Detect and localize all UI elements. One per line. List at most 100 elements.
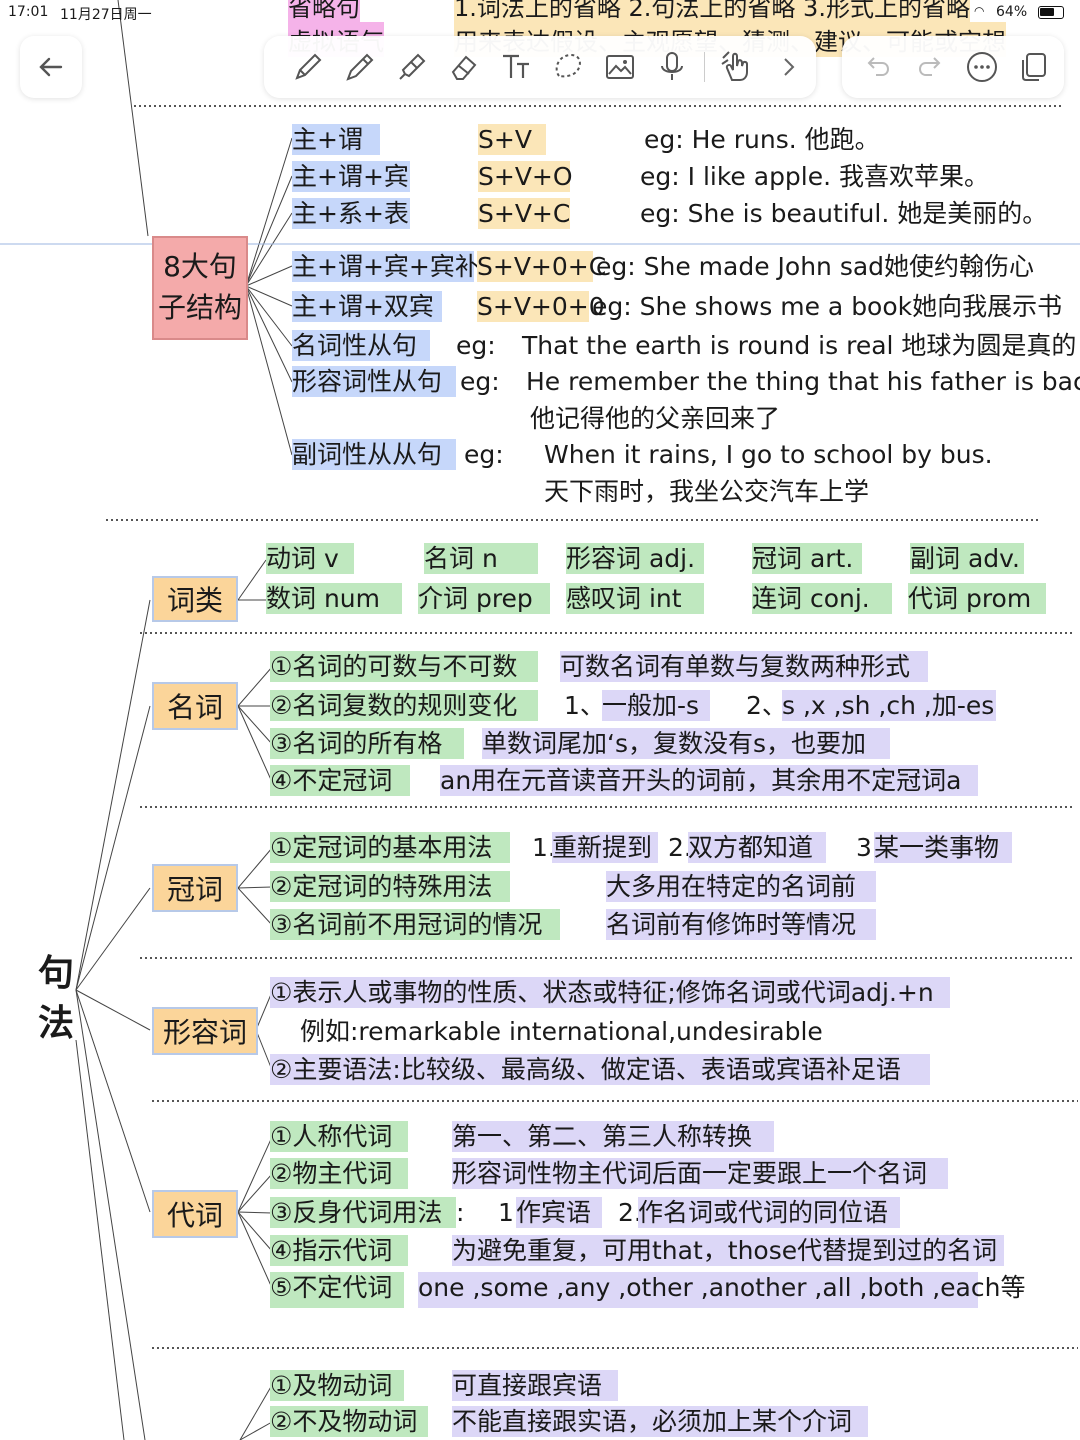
- word-class-item: 动词 v: [266, 543, 354, 575]
- article-detail-num: 3.: [856, 833, 880, 862]
- article-detail: 大多用在特定的名词前: [606, 871, 876, 903]
- pencil-icon: [346, 53, 374, 81]
- pronoun-box: 代词: [152, 1190, 238, 1238]
- back-icon: [39, 57, 63, 77]
- pages-button[interactable]: [1008, 43, 1060, 91]
- structure-example: eg: She is beautiful. 她是美丽的。: [640, 199, 1048, 228]
- image-tool[interactable]: [594, 43, 646, 91]
- undo-button[interactable]: [852, 43, 904, 91]
- structure-formula: S+V+C: [478, 198, 571, 230]
- microphone-tool[interactable]: [646, 43, 698, 91]
- noun-detail-prefix: 2、: [746, 691, 787, 720]
- structure-eg: eg:: [460, 367, 500, 396]
- text-icon: [503, 54, 529, 78]
- article-detail: 名词前有修饰时等情况: [606, 909, 876, 941]
- sentence-structures-title-2: 子结构: [157, 291, 242, 324]
- structure-example: eg: I like apple. 我喜欢苹果。: [640, 162, 990, 191]
- noun-detail: an用在元音读音开头的词前，其余用不定冠词a: [440, 765, 978, 797]
- highlighter-icon: [399, 53, 426, 80]
- structure-example: When it rains, I go to school by bus.: [544, 440, 993, 469]
- back-button[interactable]: [20, 36, 82, 98]
- pen-tool[interactable]: [282, 43, 334, 91]
- undo-icon: [867, 57, 890, 76]
- eraser-icon: [451, 55, 477, 80]
- word-class-item: 形容词 adj.: [566, 543, 704, 575]
- text-tool[interactable]: [490, 43, 542, 91]
- structure-label: 主+系+表: [292, 198, 410, 230]
- word-class-item: 代词 prom: [908, 583, 1046, 615]
- adjective-example: 例如:remarkable international,undesirable: [300, 1017, 823, 1046]
- structure-formula: S+V+0+0: [477, 291, 605, 323]
- structure-eg: eg:: [464, 440, 504, 469]
- pencil-tool[interactable]: [334, 43, 386, 91]
- word-class-box: 词类: [152, 576, 238, 622]
- lasso-icon: [555, 53, 581, 78]
- toolbar-divider: [704, 52, 705, 82]
- article-box: 冠词: [152, 864, 238, 912]
- more-button[interactable]: [956, 43, 1008, 91]
- word-class-item: 名词 n: [424, 543, 538, 575]
- word-class-item: 连词 conj.: [752, 583, 892, 615]
- noun-detail: s ,x ,sh ,ch ,加-es: [782, 690, 996, 722]
- structure-formula: S+V: [478, 124, 546, 156]
- noun-item: ④不定冠词: [270, 765, 410, 797]
- structure-example: eg: She made John sad她使约翰伤心: [596, 252, 1035, 281]
- verb-detail: 不能直接跟实语，必须加上某个介词: [452, 1406, 868, 1438]
- article-detail: 某一类事物: [874, 832, 1012, 864]
- pronoun-detail: 第一、第二、第三人称转换: [452, 1121, 774, 1153]
- eraser-tool[interactable]: [438, 43, 490, 91]
- drawing-toolbar: [264, 36, 816, 98]
- pronoun-item: ②物主代词: [270, 1158, 408, 1190]
- status-date: 11月27日周一: [60, 7, 152, 23]
- noun-detail: 可数名词有单数与复数两种形式: [560, 651, 928, 683]
- structure-label: 名词性从句: [292, 330, 430, 362]
- structure-label: 主+谓+宾+宾补: [292, 251, 480, 283]
- structure-label: 主+谓+宾: [292, 161, 410, 193]
- pronoun-detail: 为避免重复，可用that，those代替提到过的名词: [452, 1235, 1004, 1267]
- microphone-icon: [661, 52, 683, 80]
- highlighter-tool[interactable]: [386, 43, 438, 91]
- structure-label: 形容词性从句: [292, 366, 456, 398]
- noun-item: ②名词复数的规则变化: [270, 690, 538, 722]
- touch-tool[interactable]: [711, 43, 763, 91]
- pages-icon: [1022, 53, 1046, 81]
- pronoun-detail: one ,some ,any ,other ,another ,all ,bot…: [418, 1272, 1025, 1308]
- more-tools-button[interactable]: [763, 43, 815, 91]
- structure-label: 主+谓+双宾: [292, 291, 442, 323]
- noun-detail: 一般加-s: [602, 690, 710, 722]
- redo-button[interactable]: [904, 43, 956, 91]
- adjective-box: 形容词: [152, 1007, 258, 1055]
- article-item: ①定冠词的基本用法: [270, 832, 510, 864]
- adjective-item: ②主要语法:比较级、最高级、做定语、表语或宾语补足语: [270, 1054, 930, 1086]
- image-icon: [606, 55, 634, 79]
- structure-label: 主+谓: [292, 124, 380, 156]
- redo-icon: [918, 57, 941, 76]
- adjective-item: ①表示人或事物的性质、状态或特征;修饰名词或代词adj.+n: [270, 977, 950, 1009]
- battery-icon: [1038, 6, 1064, 19]
- word-class-item: 感叹词 int: [566, 583, 704, 615]
- structure-example: That the earth is round is real 地球为圆是真的: [522, 331, 1077, 360]
- verb-item: ①及物动词: [270, 1370, 404, 1402]
- structure-example: eg: He runs. 他跑。: [644, 125, 880, 154]
- structure-example-translation: 他记得他的父亲回来了: [530, 404, 781, 433]
- lasso-tool[interactable]: [542, 43, 594, 91]
- pronoun-detail-num: 1.: [498, 1198, 522, 1227]
- noun-detail: 单数词尾加‘s，复数没有s，也要加: [482, 728, 890, 760]
- pen-icon: [295, 53, 322, 80]
- pronoun-item: ①人称代词: [270, 1121, 408, 1153]
- noun-item: ③名词的所有格: [270, 728, 464, 760]
- pronoun-detail: 作宾语: [516, 1197, 602, 1229]
- more-icon: [967, 52, 997, 82]
- word-class-item: 介词 prep: [418, 583, 550, 615]
- article-item: ③名词前不用冠词的情况: [270, 909, 560, 941]
- structure-label: 副词性从从句: [292, 439, 456, 471]
- noun-box: 名词: [152, 682, 238, 730]
- noun-detail-prefix: 1、: [564, 691, 605, 720]
- pronoun-item: ③反身代词用法: [270, 1197, 456, 1229]
- pronoun-detail-num: 2.: [618, 1198, 642, 1227]
- status-bar: 17:01 11月27日周一 ◠ 64%: [0, 0, 1080, 24]
- structure-eg: eg:: [456, 331, 496, 360]
- wifi-icon: ◠: [974, 4, 985, 18]
- pronoun-colon: :: [456, 1198, 465, 1227]
- noun-item: ①名词的可数与不可数: [270, 651, 538, 683]
